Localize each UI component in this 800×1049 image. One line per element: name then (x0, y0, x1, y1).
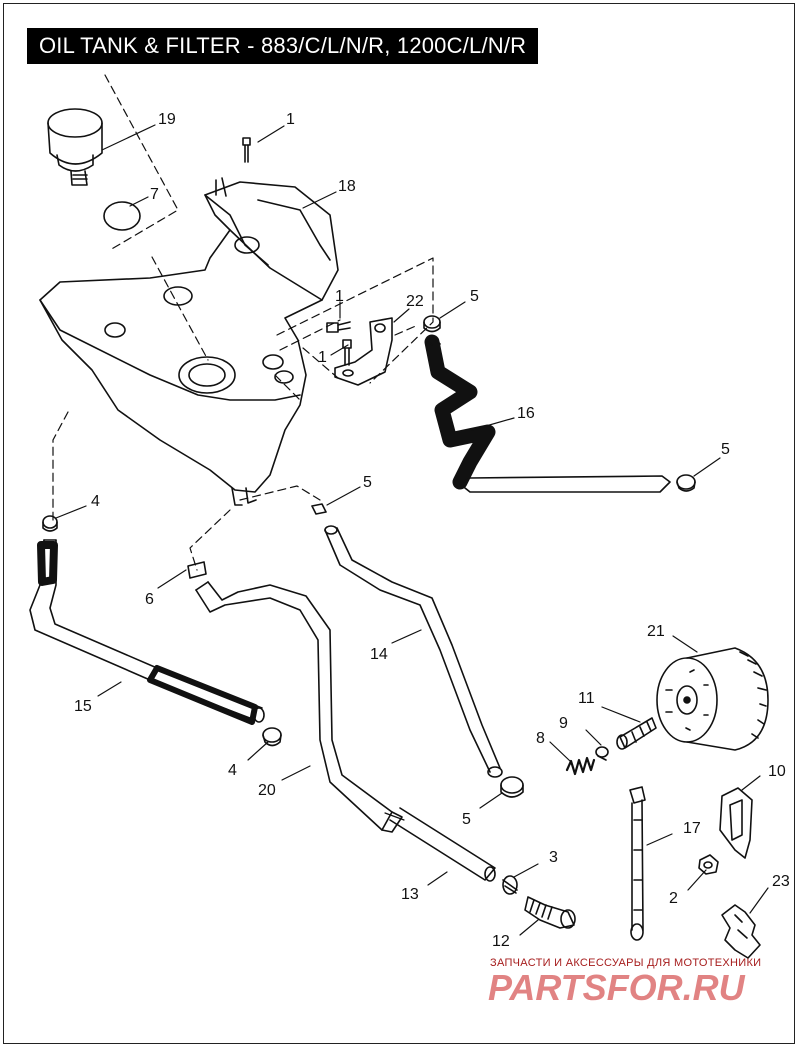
o-ring (103, 201, 141, 231)
hose-clamp-lower (500, 776, 524, 798)
spring-clamp (502, 875, 518, 895)
callout-17: 17 (683, 820, 701, 837)
diagram-frame (3, 3, 795, 1044)
callout-1-lower: 1 (318, 349, 327, 366)
bolt-lower (342, 339, 352, 366)
callout-labels: 19 1 7 18 1 22 5 1 16 5 5 4 6 14 15 4 20… (74, 111, 790, 950)
callout-8: 8 (536, 730, 545, 747)
bolt-middle (326, 321, 351, 333)
oil-filter (656, 647, 769, 751)
hose-clamp-right (676, 474, 696, 492)
callout-5-right: 5 (721, 441, 730, 458)
hose-clip (721, 904, 761, 959)
callout-10: 10 (768, 763, 786, 780)
callout-4-top: 4 (91, 493, 100, 510)
hose-clamp-small (311, 503, 327, 515)
callout-16: 16 (517, 405, 535, 422)
retaining-clip (719, 787, 753, 859)
callout-7: 7 (150, 186, 159, 203)
hose-vent (424, 334, 671, 493)
check-ball (595, 746, 609, 761)
callout-9: 9 (559, 715, 568, 732)
filter-nipple (616, 717, 657, 750)
callout-13: 13 (401, 886, 419, 903)
hose-feed (324, 525, 503, 778)
callout-18: 18 (338, 178, 356, 195)
oil-tank (39, 177, 339, 506)
leader-lines (55, 124, 769, 936)
callout-11: 11 (578, 690, 595, 707)
watermark-brand: PARTSFOR.RU (488, 967, 746, 1008)
bolt-top (242, 137, 251, 163)
callout-1-middle: 1 (335, 288, 344, 305)
mounting-bracket (334, 317, 393, 386)
callout-19: 19 (158, 111, 176, 128)
callout-22: 22 (406, 293, 424, 310)
diagram-title: OIL TANK & FILTER - 883/C/L/N/R, 1200C/L… (27, 28, 539, 64)
filler-cap (47, 108, 103, 186)
callout-2: 2 (669, 890, 678, 907)
dipstick (629, 786, 646, 941)
callout-1-top: 1 (286, 111, 295, 128)
callout-15: 15 (74, 698, 92, 715)
watermark-tagline: ЗАПЧАСТИ И АКСЕССУАРЫ ДЛЯ МОТОТЕХНИКИ (490, 957, 761, 969)
callout-23: 23 (772, 873, 790, 890)
callout-21: 21 (647, 623, 665, 640)
callout-14: 14 (370, 646, 388, 663)
callout-6: 6 (145, 591, 154, 608)
watermark: ЗАПЧАСТИ И АКСЕССУАРЫ ДЛЯ МОТОТЕХНИКИ PA… (488, 957, 761, 1008)
hose-fitting (187, 561, 207, 579)
hose-clamp-bottom (262, 727, 282, 747)
callout-5-top: 5 (470, 288, 479, 305)
hose-clamp-left (42, 515, 58, 532)
hose-return (29, 539, 265, 725)
callout-5-bottom: 5 (462, 811, 471, 828)
nut (698, 854, 719, 875)
callout-3: 3 (549, 849, 558, 866)
callout-20: 20 (258, 782, 276, 799)
assembly-dashed-lines (52, 74, 434, 571)
callout-5-middle: 5 (363, 474, 372, 491)
hose-clamp-top (423, 315, 441, 333)
spring (565, 756, 596, 776)
hose-supply (195, 581, 403, 833)
drain-fitting (524, 896, 576, 929)
callout-4-bottom: 4 (228, 762, 237, 779)
callout-12: 12 (492, 933, 510, 950)
tube-fitting (389, 807, 496, 882)
